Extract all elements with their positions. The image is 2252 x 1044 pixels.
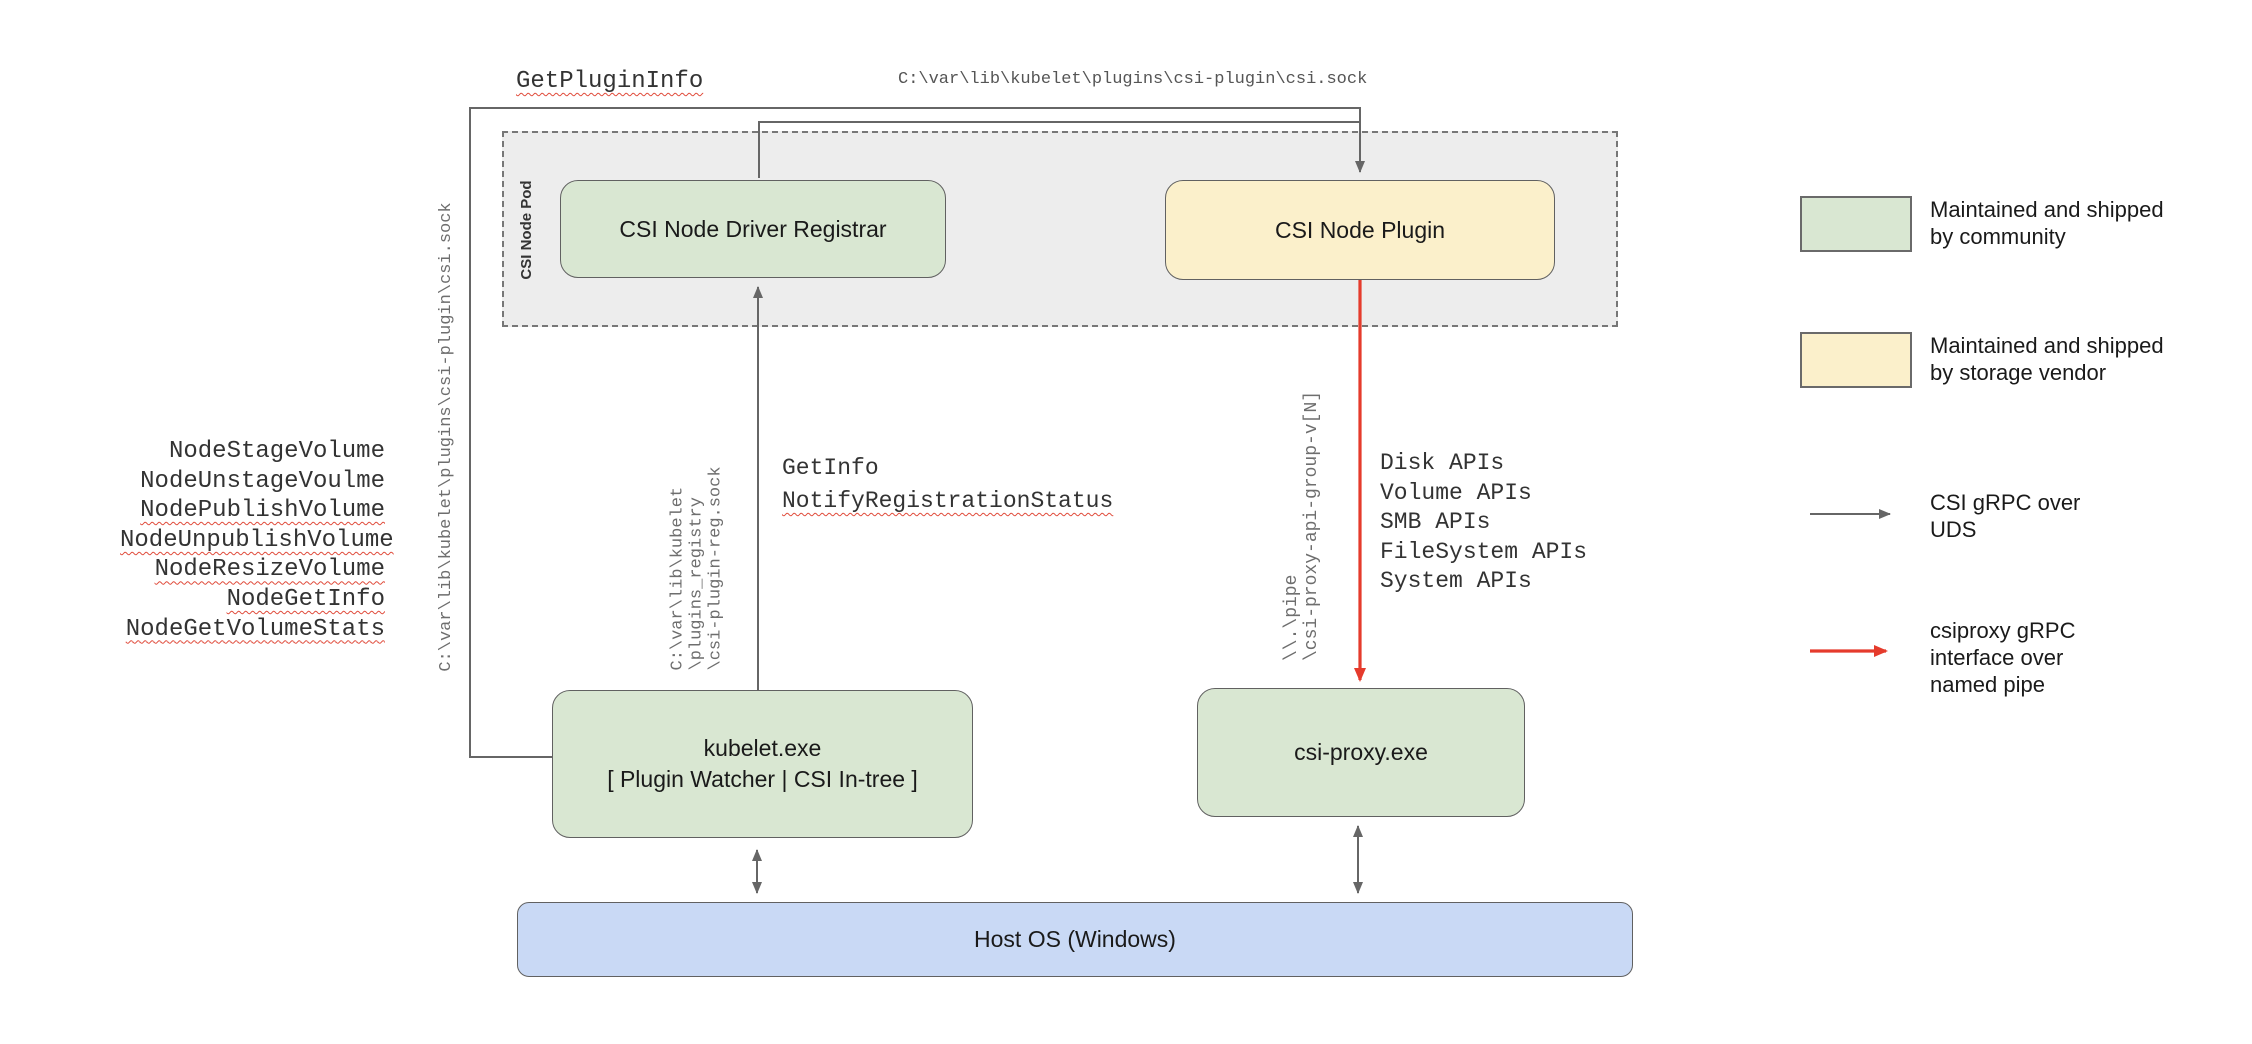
node-api-call-list: NodeStageVolume NodeUnstageVoulme NodePu… xyxy=(120,437,394,644)
csi-node-pod-label: CSI Node Pod xyxy=(518,180,535,280)
notify-registration-status-label: NotifyRegistrationStatus xyxy=(782,488,1114,514)
csi-sock-path-vertical-label: C:\var\lib\kubelet\plugins\csi-plugin\cs… xyxy=(437,202,456,672)
legend-vendor-label: Maintained and shipped by storage vendor xyxy=(1930,333,2164,385)
legend-uds-label: CSI gRPC over UDS xyxy=(1930,490,2081,542)
registration-call-list: GetInfo NotifyRegistrationStatus xyxy=(782,452,1113,518)
legend-namedpipe-label: csiproxy gRPC interface over named pipe xyxy=(1930,618,2076,697)
api-item: Volume APIs xyxy=(1380,479,1532,506)
api-item: System APIs xyxy=(1380,568,1532,595)
legend-vendor-swatch xyxy=(1800,332,1912,388)
node-call: NodeGetVolumeStats xyxy=(125,615,385,643)
api-item: SMB APIs xyxy=(1380,509,1491,536)
host-os-box: Host OS (Windows) xyxy=(517,902,1633,977)
api-item: FileSystem APIs xyxy=(1380,538,1588,565)
csi-sock-path-label: C:\var\lib\kubelet\plugins\csi-plugin\cs… xyxy=(898,70,1368,89)
node-call: NodeStageVolume xyxy=(168,438,385,465)
node-call: NodeResizeVolume xyxy=(154,556,385,584)
legend-community-swatch xyxy=(1800,196,1912,252)
node-call: NodeGetInfo xyxy=(226,585,385,613)
plugin-registry-path-vertical-label: C:\var\lib\kubelet \plugins_registry \cs… xyxy=(668,466,726,671)
api-item: Disk APIs xyxy=(1380,450,1505,476)
proxy-api-list: Disk APIs Volume APIs SMB APIs FileSyste… xyxy=(1380,449,1587,597)
named-pipe-path-vertical-label: \\.\pipe \csi-proxy-api-group-v[N] xyxy=(1282,390,1322,661)
node-call: NodeUnpublishVolume xyxy=(120,526,394,554)
get-plugin-info-label: GetPluginInfo xyxy=(516,68,704,95)
node-call: NodeUnstageVoulme xyxy=(140,467,385,495)
node-call: NodePublishVolume xyxy=(140,497,385,525)
kubelet-box: kubelet.exe [ Plugin Watcher | CSI In-tr… xyxy=(552,690,973,838)
get-info-label: GetInfo xyxy=(782,455,879,481)
csi-node-driver-registrar-box: CSI Node Driver Registrar xyxy=(560,180,946,278)
csi-proxy-box: csi-proxy.exe xyxy=(1197,688,1525,817)
legend-community-label: Maintained and shipped by community xyxy=(1930,197,2164,249)
csi-node-plugin-box: CSI Node Plugin xyxy=(1165,180,1555,280)
